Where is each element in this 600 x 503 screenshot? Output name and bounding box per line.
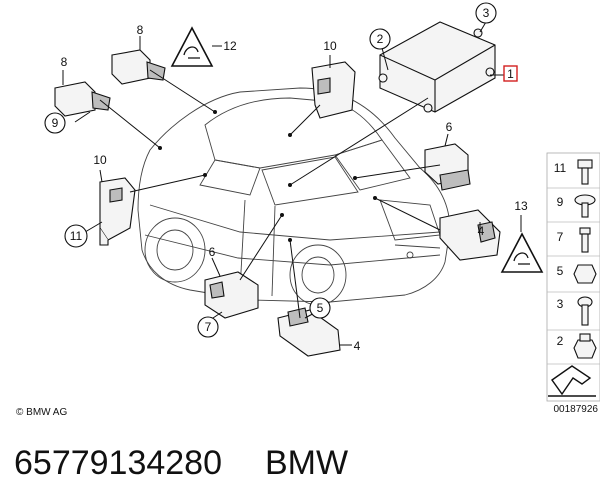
- brand: BMW: [265, 444, 348, 482]
- control-unit-part-1: [378, 21, 496, 113]
- callout-1: 1: [507, 67, 514, 81]
- hex-nut-icon: [573, 333, 597, 359]
- callout-11: 11: [70, 229, 83, 243]
- callout-5-circle: [309, 297, 331, 319]
- callout-4-right: 4: [478, 224, 485, 238]
- callout-10-top: 10: [323, 39, 337, 53]
- copyright: © BMW AG: [16, 407, 67, 418]
- fastener-legend: 11 9 7 5 3 2: [546, 152, 600, 402]
- callout-5: 5: [317, 301, 324, 315]
- sensor-part-10-top: [311, 61, 356, 119]
- legend-label-5: 5: [557, 264, 564, 278]
- warning-triangle-13: [500, 232, 544, 273]
- legend-label-9: 9: [557, 195, 564, 209]
- callout-6-right: 6: [446, 120, 453, 134]
- sensor-part-8-top: [111, 49, 166, 85]
- callout-3-circle: [475, 2, 497, 24]
- callout-2-circle: [369, 28, 391, 50]
- callout-12: 12: [223, 39, 237, 53]
- callout-3: 3: [483, 6, 490, 20]
- car-outline: [137, 87, 451, 306]
- legend-label-2: 2: [557, 334, 564, 348]
- legend-label-11: 11: [554, 161, 567, 175]
- part-number: 65779134280: [14, 444, 222, 482]
- sensor-part-6-right: [424, 143, 471, 191]
- callout-9-circle: [44, 112, 66, 134]
- sensor-part-8-left: [54, 81, 111, 117]
- callout-7-circle: [197, 316, 219, 338]
- sensor-part-6-bottom: [204, 271, 259, 319]
- callout-7: 7: [205, 320, 212, 334]
- leader-dots: [158, 110, 377, 242]
- callout-11-circle: [64, 224, 88, 248]
- callout-2: 2: [377, 32, 384, 46]
- legend-label-7: 7: [557, 230, 564, 244]
- nut-icon: [573, 264, 597, 284]
- sensor-part-4-right: [439, 209, 501, 261]
- legend-label-3: 3: [557, 297, 564, 311]
- callout-13: 13: [514, 199, 528, 213]
- hex-bolt-icon: [577, 159, 593, 185]
- callout-8-left: 8: [61, 55, 68, 69]
- callout-1-box: [503, 65, 518, 82]
- callout-10-left: 10: [93, 153, 107, 167]
- arrow-icon: [548, 365, 596, 397]
- callout-6-bottom: 6: [209, 245, 216, 259]
- warning-triangle-12: [170, 26, 214, 67]
- drawing-reference: 00187926: [554, 404, 599, 415]
- callout-8-top: 8: [137, 23, 144, 37]
- screw-icon: [579, 227, 591, 253]
- bolt-icon: [577, 296, 593, 326]
- callout-4-bottom: 4: [354, 339, 361, 353]
- sensor-part-4-bottom: [277, 307, 341, 357]
- flange-screw-icon: [574, 194, 596, 218]
- sensor-part-10-left: [99, 177, 136, 246]
- callout-9: 9: [52, 116, 59, 130]
